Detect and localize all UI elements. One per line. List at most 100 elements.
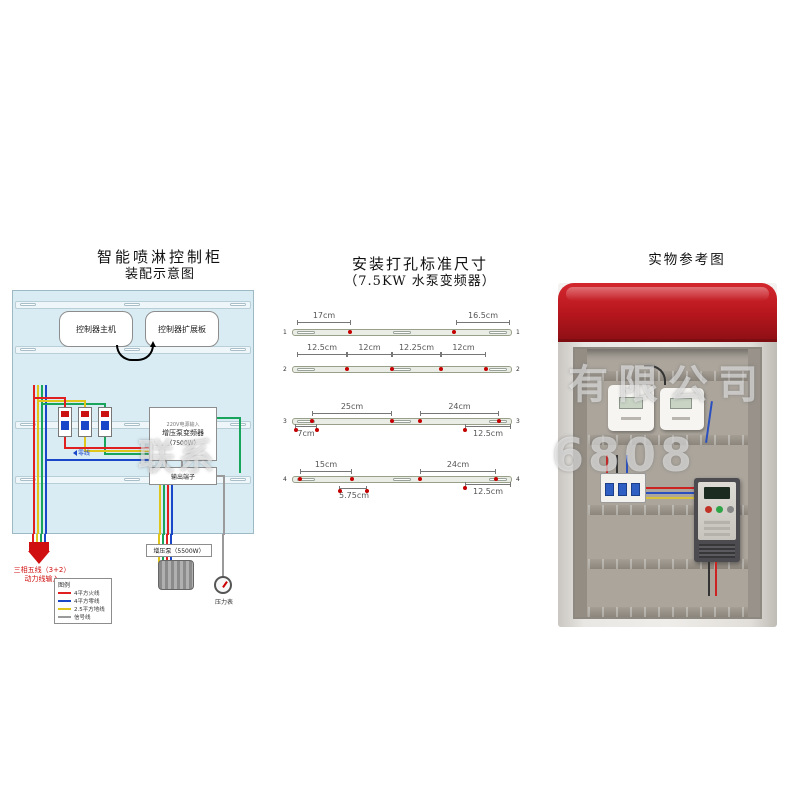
dimension: 12.5cm: [465, 424, 511, 438]
rail-slot: [489, 478, 507, 481]
wire-live: [33, 385, 35, 534]
rail-slot: [297, 420, 315, 423]
power-input-arrow-icon: [29, 542, 49, 551]
circuit-breaker-icon: [98, 407, 112, 437]
wire-signal: [217, 475, 225, 477]
wire-signal: [181, 461, 183, 467]
drill-point: [439, 367, 443, 371]
breaker-toggle-icon: [605, 483, 614, 496]
wire-phase: [104, 437, 106, 455]
cabinet-red-top: [558, 283, 777, 340]
wire-neutral: [626, 455, 628, 473]
rail-slot: [393, 368, 411, 371]
mounting-rail: [15, 301, 251, 309]
wire-phase: [104, 403, 106, 407]
wire-signal: [222, 534, 224, 578]
wire-ground: [646, 497, 694, 499]
dimension: 12cm: [441, 343, 486, 357]
wire-phase: [104, 453, 149, 455]
rail-slot: [297, 368, 315, 371]
wire-phase: [41, 385, 43, 534]
wire-live: [646, 487, 694, 489]
interior-rail: [588, 559, 748, 569]
wire-live: [64, 437, 66, 449]
wire-ground: [84, 400, 86, 407]
breaker-toggle-icon: [618, 483, 627, 496]
drill-rail-2: [292, 366, 512, 373]
dimension: 7cm: [295, 424, 317, 438]
vfd-button-red-icon: [705, 506, 712, 513]
controller-lcd: [619, 397, 643, 409]
drill-point: [484, 367, 488, 371]
wire-phase: [239, 417, 241, 473]
drill-point: [338, 489, 342, 493]
middle-title-line1: 安装打孔标准尺寸: [351, 255, 488, 273]
drill-point: [348, 330, 352, 334]
rail-number-left: 2: [283, 366, 287, 373]
wire-phase: [217, 417, 241, 419]
drill-point: [452, 330, 456, 334]
circuit-breaker-icon: [78, 407, 92, 437]
rail-slot: [20, 303, 36, 306]
pump-inverter-box: 220V电源输入 增压泵变频器 （7500W）: [149, 407, 217, 461]
drill-point: [298, 477, 302, 481]
drill-point: [418, 477, 422, 481]
cabinet-seam: [558, 339, 777, 342]
controller-logo-mark: [621, 417, 641, 420]
vfd-knob-icon: [727, 506, 734, 513]
neutral-wire-label: 零线: [73, 448, 90, 457]
rail-number-right: 1: [516, 329, 520, 336]
power-input-label: 220V电源输入: [166, 422, 200, 428]
controller-lcd: [670, 398, 692, 409]
controller-logo-mark: [672, 417, 690, 420]
dimension: 12.5cm: [297, 343, 347, 357]
wire-black: [708, 562, 710, 596]
dimension: 25cm: [312, 402, 392, 416]
middle-title-line2: （7.5KW 水泵变频器）: [344, 274, 496, 289]
vfd-vents: [699, 544, 735, 558]
power-input-arrowhead-icon: [28, 551, 50, 564]
wire-neutral: [44, 534, 46, 543]
dimension: 15cm: [300, 460, 352, 474]
rail-slot: [489, 331, 507, 334]
mounting-rail: [15, 421, 251, 429]
assembly-diagram-panel: 零线 控制器主机 控制器扩展板 220V电源输入 增压泵变频器: [12, 290, 254, 535]
interior-rail: [588, 505, 748, 515]
legend-title: 图例: [58, 582, 71, 589]
drill-rail-4: [292, 476, 512, 483]
rail-slot: [124, 478, 140, 481]
cabinet-photo: [558, 283, 777, 627]
breaker-group: [600, 473, 646, 503]
interior-right-wall: [748, 349, 760, 617]
circuit-breaker-icon: [58, 407, 72, 437]
rail-number-left: 1: [283, 329, 287, 336]
wire-signal: [223, 475, 225, 535]
left-title-line1: 智能喷淋控制柜: [96, 248, 223, 266]
middle-section-title: 安装打孔标准尺寸 （7.5KW 水泵变频器）: [330, 255, 510, 290]
pump-label-box: 增压泵（5500W）: [146, 544, 212, 557]
dimension: 16.5cm: [456, 311, 510, 325]
drill-point: [294, 428, 298, 432]
vfd-inverter: [694, 478, 740, 562]
rail-slot: [393, 478, 411, 481]
rail-slot: [230, 348, 246, 351]
interior-rail: [588, 435, 748, 445]
drill-point: [463, 428, 467, 432]
rail-number-right: 2: [516, 366, 520, 373]
left-title-line2: 装配示意图: [124, 267, 195, 282]
dimension: 24cm: [420, 460, 496, 474]
arrow-left-icon: [73, 449, 77, 456]
wire-live: [606, 455, 608, 473]
vfd-display: [704, 487, 730, 499]
drill-point: [497, 419, 501, 423]
arrowhead-icon: [150, 341, 156, 347]
drill-point: [418, 419, 422, 423]
gloss-highlight: [566, 287, 769, 301]
inverter-power-label: （7500W）: [166, 440, 200, 447]
breaker-toggle-icon: [631, 483, 640, 496]
rail-slot: [124, 423, 140, 426]
connection-arc-arrow-icon: [116, 341, 156, 361]
rail-slot: [297, 331, 315, 334]
dimension: 12.5cm: [465, 482, 511, 496]
wire-ground: [37, 400, 85, 402]
